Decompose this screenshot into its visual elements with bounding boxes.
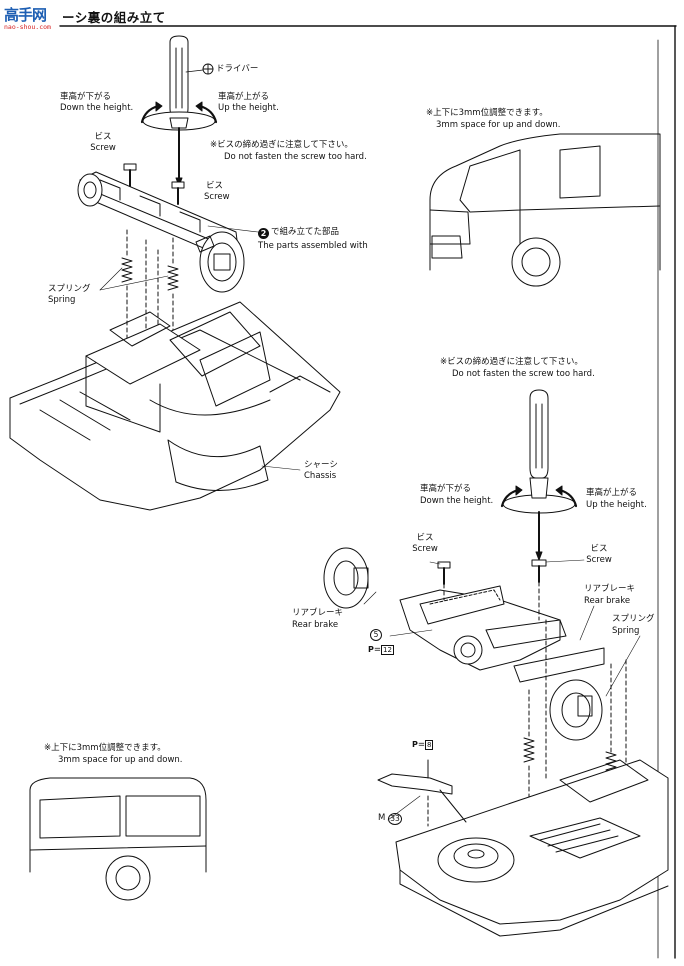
rear-brake-left-jp: リアブレーキ [292, 608, 344, 618]
front-screw2-jp: ビス [206, 181, 224, 191]
rear-chassis [395, 759, 669, 937]
front-caution-jp: ※ビスの締め過ぎに注意して下さい。 [210, 140, 353, 150]
chassis-label-jp: シャーシ [304, 460, 338, 470]
rear-brake-right-jp: リアブレーキ [584, 584, 636, 594]
rear-screw-left-jp: ビス [416, 533, 434, 543]
rear-spring-en: Spring [612, 626, 640, 636]
watermark-url: nao-shou.com [4, 23, 51, 31]
front-screw2-en: Screw [204, 192, 230, 202]
van-rear-sketch [29, 777, 207, 901]
box-top-note-en: 3mm space for up and down. [436, 120, 561, 130]
rear-caution-en: Do not fasten the screw too hard. [452, 369, 595, 379]
leader-lines [99, 225, 641, 821]
front-screw1-en: Screw [90, 143, 116, 153]
front-down-label-en: Down the height. [60, 103, 134, 113]
front-spring-jp: スプリング [48, 284, 91, 294]
front-up-label-en: Up the height. [218, 103, 279, 113]
rear-spring-jp: スプリング [612, 614, 655, 624]
front-spring-en: Spring [48, 295, 76, 305]
driver-label: ドライバー [216, 64, 259, 74]
part-5-badge: 5 [370, 629, 382, 641]
rear-brake-right-en: Rear brake [584, 596, 631, 606]
front-screw1-jp: ビス [94, 132, 112, 142]
box-bottom-note-en: 3mm space for up and down. [58, 755, 183, 765]
rear-down-label-jp: 車高が下がる [420, 484, 472, 494]
chassis-label-en: Chassis [304, 471, 337, 481]
front-parts-jp: で組み立てた部品 [271, 227, 340, 237]
rear-screw-left-en: Screw [412, 544, 438, 554]
rear-down-label-en: Down the height. [420, 496, 494, 506]
box-bottom-note-jp: ※上下に3mm位調整できます。 [44, 743, 166, 753]
rear-screw-right-en: Screw [586, 555, 612, 565]
p8-page-p: P [412, 740, 418, 749]
rear-caution-jp: ※ビスの締め過ぎに注意して下さい。 [440, 357, 583, 367]
rear-up-label-en: Up the height. [586, 500, 647, 510]
p8-page-num: 8 [425, 740, 434, 750]
m33-badge: 33 [388, 813, 403, 825]
p8-page-ref: P=8 [412, 740, 434, 750]
van-front-sketch [429, 133, 661, 287]
front-screwdriver [140, 35, 218, 187]
m33-label: M 33 [378, 813, 403, 825]
p8-part [377, 759, 467, 827]
front-parts-en: The parts assembled with [258, 241, 368, 251]
front-axle-assembly [77, 163, 245, 293]
rear-up-label-jp: 車高が上がる [586, 488, 638, 498]
rear-brake-left-en: Rear brake [292, 620, 339, 630]
watermark-logo-text: 高手网 [4, 6, 47, 24]
rear-axle-assembly [323, 547, 605, 741]
page-title: ーシ裏の組み立て [62, 10, 166, 25]
part-5-label: 5 [370, 629, 382, 641]
watermark-logo: 高手网 nao-shou.com [4, 4, 60, 32]
part-5-page-ref: P=12 [368, 645, 394, 655]
rear-screw-right-jp: ビス [590, 544, 608, 554]
front-up-label-jp: 車高が上がる [218, 92, 270, 102]
m33-letter: M [378, 813, 386, 823]
front-down-label-jp: 車高が下がる [60, 92, 112, 102]
part-5-page-p: P [368, 645, 374, 654]
front-chassis [9, 301, 341, 511]
box-top-note-jp: ※上下に3mm位調整できます。 [426, 108, 548, 118]
front-caution-en: Do not fasten the screw too hard. [224, 152, 367, 162]
part-5-page-num: 12 [381, 645, 394, 655]
step-2-badge: 2 [258, 228, 269, 239]
rear-screwdriver [500, 389, 578, 561]
